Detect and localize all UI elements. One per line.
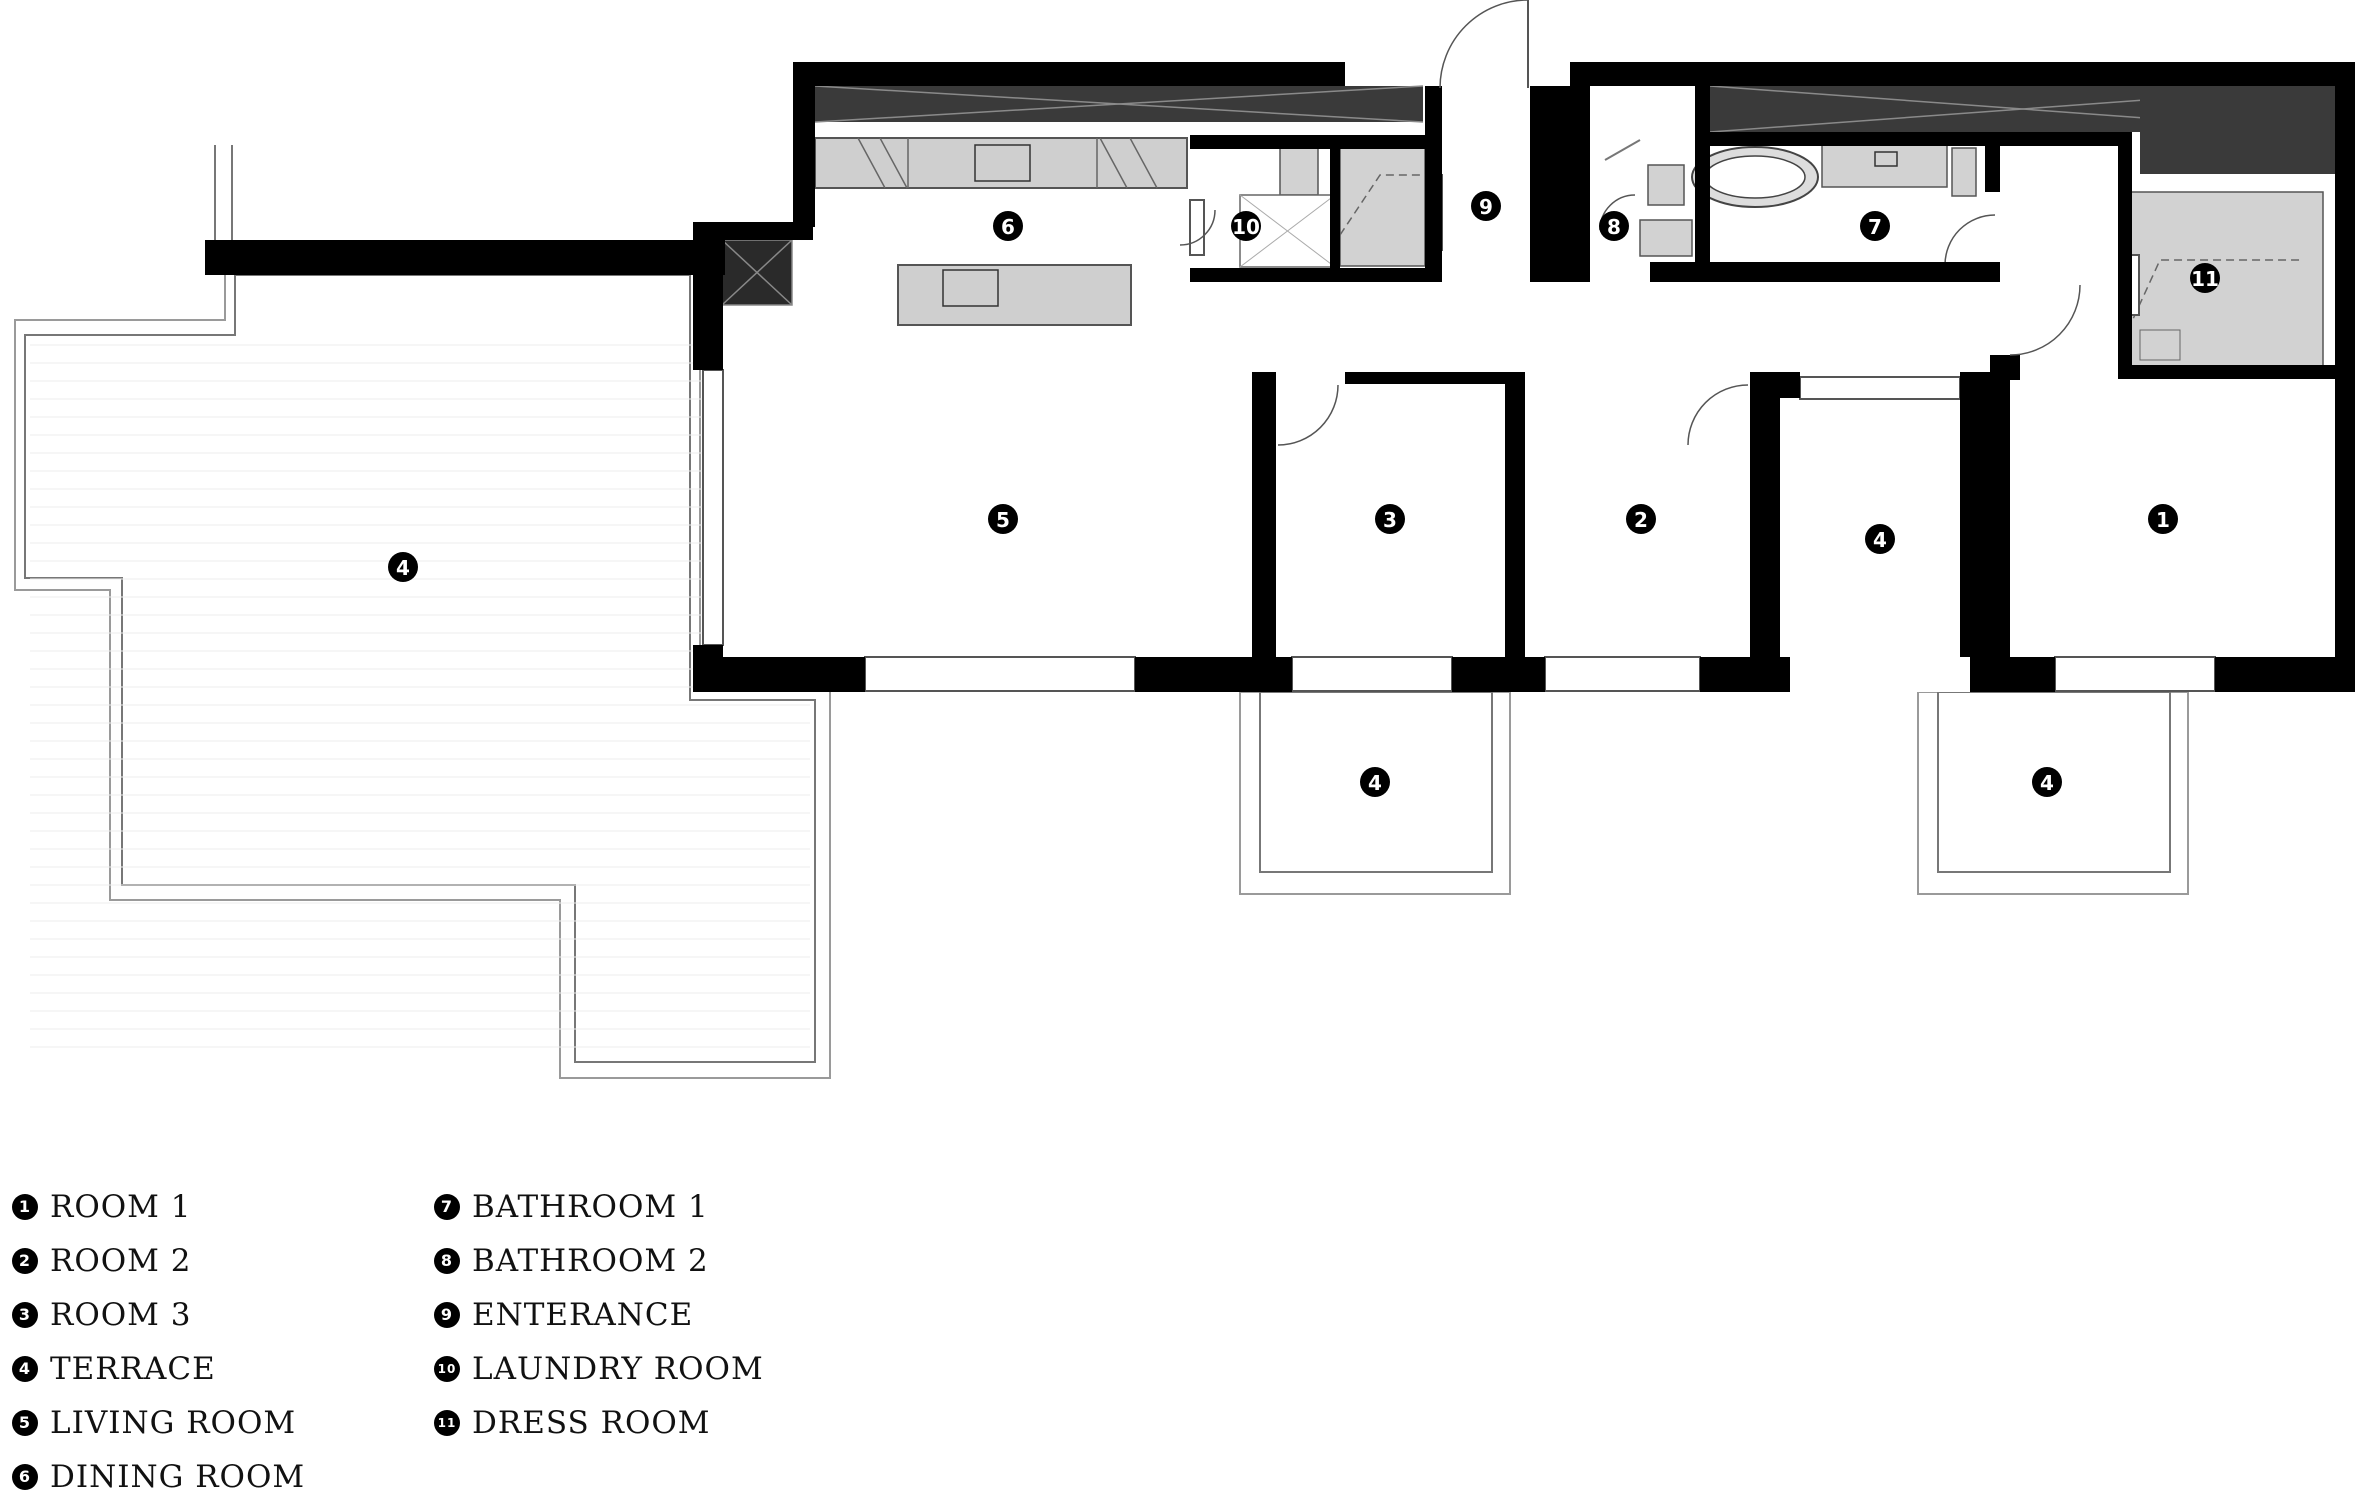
windows [702, 174, 2216, 692]
legend-label: LIVING ROOM [50, 1405, 297, 1441]
legend-number: 11 [434, 1410, 460, 1436]
marker-circle [2148, 504, 2178, 534]
marker-number: 4 [2040, 771, 2054, 795]
kitchen-island [897, 264, 1132, 326]
marker-circle [1231, 211, 1261, 241]
marker-circle [1375, 504, 1405, 534]
marker-laundry: 10 [1231, 211, 1261, 241]
marker-circle [993, 211, 1023, 241]
room-markers: 1 2 3 4 4 4 4 5 6 7 8 9 10 11 [388, 191, 2220, 797]
legend-item: 6 DINING ROOM [12, 1450, 305, 1504]
marker-circle [2032, 767, 2062, 797]
dress-fixtures [2127, 191, 2324, 368]
legend-item: 4 TERRACE [12, 1342, 305, 1396]
marker-dress: 11 [2190, 263, 2220, 293]
legend-item: 10 LAUNDRY ROOM [434, 1342, 764, 1396]
shaft [721, 239, 793, 306]
legend-column-right: 7 BATHROOM 1 8 BATHROOM 2 9 ENTERANCE 10 LAUNDR… [434, 1180, 764, 1450]
marker-number: 5 [996, 508, 1010, 532]
legend-item: 1 ROOM 1 [12, 1180, 305, 1234]
marker-circle [988, 504, 1018, 534]
bathroom1-fixtures [1691, 144, 1996, 266]
marker-terrace-middle: 4 [1865, 524, 1895, 554]
kitchen-counter [814, 137, 1188, 189]
marker-terrace-balcony-right: 4 [2032, 767, 2062, 797]
marker-terrace-main: 4 [388, 552, 418, 582]
marker-room2: 2 [1626, 504, 1656, 534]
legend-label: BATHROOM 2 [472, 1243, 709, 1279]
legend-number: 9 [434, 1302, 460, 1328]
legend-label: ROOM 3 [50, 1297, 192, 1333]
marker-circle [1865, 524, 1895, 554]
marker-bathroom1: 7 [1860, 211, 1890, 241]
legend-label: ROOM 2 [50, 1243, 192, 1279]
marker-number: 6 [1001, 215, 1015, 239]
marker-bathroom2: 8 [1599, 211, 1629, 241]
bathroom2-fixtures [1604, 139, 1693, 257]
legend-column-left: 1 ROOM 1 2 ROOM 2 3 ROOM 3 4 TERRACE 5 LIVING ROO… [12, 1180, 305, 1504]
marker-number: 3 [1383, 508, 1397, 532]
terrace-main-boards [30, 344, 810, 1048]
marker-circle [1860, 211, 1890, 241]
closet-top-right [1709, 85, 2336, 174]
legend-number: 5 [12, 1410, 38, 1436]
terrace-main-deck [14, 145, 831, 1079]
legend-item: 5 LIVING ROOM [12, 1396, 305, 1450]
legend-label: LAUNDRY ROOM [472, 1351, 764, 1387]
legend-label: ENTERANCE [472, 1297, 694, 1333]
legend-item: 8 BATHROOM 2 [434, 1234, 764, 1288]
legend-number: 7 [434, 1194, 460, 1220]
legend-item: 9 ENTERANCE [434, 1288, 764, 1342]
legend-number: 4 [12, 1356, 38, 1382]
marker-number: 2 [1634, 508, 1648, 532]
marker-circle [1599, 211, 1629, 241]
legend-number: 1 [12, 1194, 38, 1220]
marker-entrance: 9 [1471, 191, 1501, 221]
legend-number: 10 [434, 1356, 460, 1382]
marker-circle [1360, 767, 1390, 797]
legend-number: 3 [12, 1302, 38, 1328]
marker-number: 4 [396, 556, 410, 580]
marker-circle [388, 552, 418, 582]
marker-number: 7 [1868, 215, 1882, 239]
marker-room1: 1 [2148, 504, 2178, 534]
marker-number: 8 [1607, 215, 1621, 239]
marker-number: 10 [1232, 215, 1260, 239]
closet-top-left [814, 85, 1424, 123]
marker-terrace-balcony-left: 4 [1360, 767, 1390, 797]
legend-item: 11 DRESS ROOM [434, 1396, 764, 1450]
legend-item: 2 ROOM 2 [12, 1234, 305, 1288]
legend-number: 2 [12, 1248, 38, 1274]
legend-label: TERRACE [50, 1351, 216, 1387]
legend-number: 6 [12, 1464, 38, 1490]
marker-living: 5 [988, 504, 1018, 534]
marker-room3: 3 [1375, 504, 1405, 534]
marker-number: 1 [2156, 508, 2170, 532]
walls [205, 62, 2355, 692]
legend: 1 ROOM 1 2 ROOM 2 3 ROOM 3 4 TERRACE 5 LIVING ROO… [0, 1180, 1000, 1495]
legend-number: 8 [434, 1248, 460, 1274]
marker-circle [1626, 504, 1656, 534]
marker-circle [1471, 191, 1501, 221]
marker-number: 4 [1873, 528, 1887, 552]
legend-label: BATHROOM 1 [472, 1189, 709, 1225]
legend-label: DRESS ROOM [472, 1405, 711, 1441]
marker-number: 9 [1479, 195, 1493, 219]
marker-number: 4 [1368, 771, 1382, 795]
legend-item: 3 ROOM 3 [12, 1288, 305, 1342]
marker-circle [2190, 263, 2220, 293]
marker-number: 11 [2191, 267, 2219, 291]
legend-label: DINING ROOM [50, 1459, 306, 1495]
marker-dining: 6 [993, 211, 1023, 241]
legend-item: 7 BATHROOM 1 [434, 1180, 764, 1234]
legend-label: ROOM 1 [50, 1189, 192, 1225]
